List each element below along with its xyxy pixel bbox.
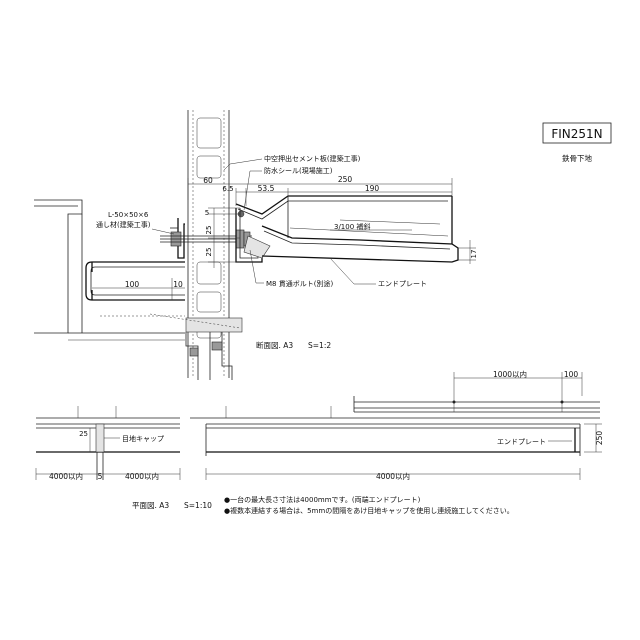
model-code: FIN251N <box>551 127 602 141</box>
dim-25-lower: 25 <box>205 248 213 257</box>
notes: ●一台の最大長さ寸法は4000mmです。(両端エンドプレート) ●複数本連結する… <box>224 495 514 515</box>
dim-25-upper: 25 <box>205 226 213 235</box>
cement-panel <box>187 110 230 378</box>
note-1: ●一台の最大長さ寸法は4000mmです。(両端エンドプレート) <box>224 495 421 504</box>
label-cement-board: 中空押出セメント板(建築工事) <box>264 154 361 163</box>
plan-dim-100: 100 <box>564 370 579 379</box>
plan-dim-25: 25 <box>79 430 88 438</box>
label-angle: L-50×50×6 <box>108 211 149 219</box>
section-caption-name: 断面図. A3 <box>256 340 293 350</box>
plan-dim-250: 250 <box>595 431 604 446</box>
section-dimensions <box>92 178 476 300</box>
plan-joint <box>35 406 181 480</box>
dim-53-5: 53.5 <box>258 184 275 193</box>
plan-dim-4000-left: 4000以内 <box>49 471 83 481</box>
plan-caption-scale: S=1:10 <box>184 501 212 510</box>
label-end-plate: エンドプレート <box>378 280 427 288</box>
dim-10: 10 <box>173 280 183 289</box>
plan-dim-4000-mid: 4000以内 <box>125 471 159 481</box>
plan-dim-1000: 1000以内 <box>493 369 527 379</box>
dim-17: 17 <box>470 250 478 259</box>
steel-structure <box>34 199 185 341</box>
sill-fin <box>235 195 459 263</box>
plan-end-plate-label: エンドプレート <box>497 438 546 446</box>
lower-frame <box>149 313 243 380</box>
dim-190: 190 <box>365 184 380 193</box>
label-waterproof-seal: 防水シール(現場施工) <box>264 166 333 175</box>
dim-100: 100 <box>125 280 140 289</box>
dim-250: 250 <box>338 175 353 184</box>
label-bolt: M8 貫通ボルト(別途) <box>266 279 333 288</box>
plan-dim-4000-main: 4000以内 <box>376 471 410 481</box>
substrate-label: 鉄骨下地 <box>562 153 592 163</box>
title-block: FIN251N 鉄骨下地 <box>542 122 612 163</box>
dim-60: 60 <box>203 176 213 185</box>
dim-5: 5 <box>205 209 209 217</box>
section-leaders <box>151 158 412 285</box>
plan-caption-name: 平面図. A3 <box>132 501 169 510</box>
label-angle-note: 通し材(建築工事) <box>96 220 151 229</box>
note-2: ●複数本連結する場合は、5mmの間隔をあけ目地キャップを使用し連続施工してくださ… <box>224 506 514 515</box>
dim-6-5: 6.5 <box>222 185 233 193</box>
plan-view: 25 目地キャップ 4000以内 5 4000以内 <box>35 369 604 510</box>
c-channel <box>85 261 185 301</box>
joint-cap-label: 目地キャップ <box>122 434 164 443</box>
section-view: 60 250 6.5 53.5 190 5 25 25 17 100 10 中空… <box>34 110 478 380</box>
model-code-box <box>542 122 612 144</box>
plan-dim-5: 5 <box>98 472 103 481</box>
label-slope: 3/100 補斜 <box>334 222 370 231</box>
section-caption-scale: S=1:2 <box>308 341 331 350</box>
plan-main <box>190 372 602 480</box>
